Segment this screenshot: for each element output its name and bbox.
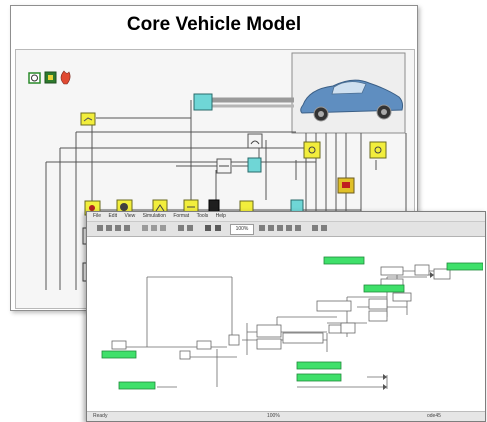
redo-icon[interactable] [187,225,193,231]
tool-icon-2[interactable] [268,225,274,231]
tool-icon-3[interactable] [277,225,283,231]
block-g[interactable] [282,332,324,344]
bracket-2 [82,262,87,282]
block-e[interactable] [256,324,282,338]
model-editor-window: File Edit View Simulation Format Tools H… [86,211,486,422]
subsystem-diagram [101,256,484,390]
model-editor-canvas [97,237,484,411]
tool-icon-4[interactable] [286,225,292,231]
block-f[interactable] [256,338,282,350]
menu-simulation[interactable]: Simulation [142,213,166,219]
toolbar: 100% [87,222,485,237]
tool-icon-6[interactable] [312,225,318,231]
arrowheads [383,272,434,390]
block-i[interactable] [340,322,356,334]
status-right: ode45 [427,413,441,419]
block-a[interactable] [111,340,127,350]
tool-icon-5[interactable] [295,225,301,231]
menu-file[interactable]: File [93,213,102,219]
copy-icon[interactable] [151,225,157,231]
status-center: 100% [267,413,280,419]
green-port-3[interactable] [363,284,405,293]
block-q[interactable] [392,292,412,302]
green-port-2[interactable] [446,262,484,271]
signal-lines [45,97,407,290]
menu-help[interactable]: Help [215,213,226,219]
open-icon[interactable] [106,225,112,231]
block-j[interactable] [316,300,352,312]
green-port-1[interactable] [323,256,365,265]
tool-icon-7[interactable] [321,225,327,231]
block-h[interactable] [328,324,342,334]
scope-icon[interactable] [28,72,41,84]
vehicle-image [291,52,406,134]
core-vehicle-model-title: Core Vehicle Model [126,14,302,35]
block-l[interactable] [368,310,388,322]
cyan-block-2[interactable] [247,157,262,173]
green-ports [101,256,484,390]
menu-edit[interactable]: Edit [108,213,118,219]
block-b[interactable] [196,340,212,350]
menu-tools[interactable]: Tools [196,213,209,219]
block-n[interactable] [380,266,404,276]
menu-bar: File Edit View Simulation Format Tools H… [87,212,485,222]
yellow-block-3[interactable] [369,141,387,159]
tool-icon-1[interactable] [259,225,265,231]
block-c[interactable] [179,350,191,360]
menu-format[interactable]: Format [173,213,190,219]
status-bar: Ready 100% ode45 [87,411,485,421]
green-port-7[interactable] [296,373,342,382]
green-port-6[interactable] [296,361,342,370]
cyan-block-1[interactable] [193,93,213,111]
block-o[interactable] [414,264,430,276]
white-block-1[interactable] [247,133,263,149]
menu-view[interactable]: View [124,213,136,219]
vehicle-model-diagram [28,52,407,290]
block-p[interactable] [433,268,451,280]
yellow-block-2[interactable] [303,141,321,159]
green-port-5[interactable] [118,381,156,390]
zoom-field[interactable]: 100% [230,224,254,235]
subsystem-blocks [111,264,451,360]
paste-icon[interactable] [160,225,166,231]
fire-icon[interactable] [60,70,71,85]
block-d[interactable] [228,334,240,346]
undo-icon[interactable] [178,225,184,231]
save-icon[interactable] [115,225,121,231]
yellow-block-1[interactable] [80,112,96,126]
stop-icon[interactable] [215,225,221,231]
new-icon[interactable] [97,225,103,231]
status-left: Ready [93,413,108,419]
play-icon[interactable] [205,225,211,231]
cut-icon[interactable] [142,225,148,231]
bracket-1 [82,227,87,245]
green-port-4[interactable] [101,350,137,359]
print-icon[interactable] [124,225,130,231]
yellow-block-4[interactable] [337,177,355,194]
white-block-2[interactable] [216,158,232,174]
chip-icon[interactable] [44,71,57,84]
block-k[interactable] [368,298,388,310]
